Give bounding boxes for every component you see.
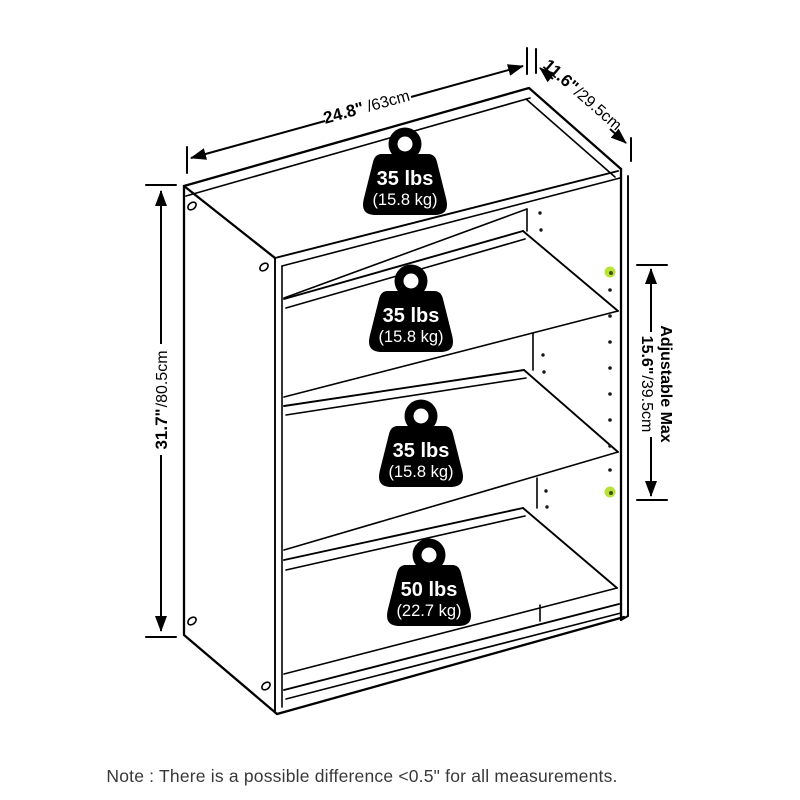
top-back-edge	[274, 170, 619, 259]
top-panel-front-thickness	[185, 97, 531, 197]
svg-text:Adjustable Max: Adjustable Max	[657, 325, 674, 442]
pin-hole	[541, 353, 545, 357]
pin-hole	[608, 392, 612, 396]
shelf1-right-edge	[522, 230, 619, 312]
height-dimension-label: 31.7"/80.5cm	[152, 350, 171, 449]
pin-hole	[545, 505, 549, 509]
pin-hole	[608, 444, 612, 448]
pin-hole	[539, 228, 543, 232]
shelf3-front-edge	[283, 507, 524, 561]
top-panel-right-thickness	[525, 98, 616, 178]
capacity-kg: (15.8 kg)	[372, 191, 437, 209]
shelf-pin-holes	[538, 211, 612, 509]
shelf1-front-edge	[283, 230, 524, 300]
capacity-badge-shelf2: 35 lbs (15.8 kg)	[379, 399, 463, 487]
left-panel	[182, 184, 279, 716]
shelves	[283, 230, 622, 700]
pin-hole	[544, 489, 548, 493]
capacity-lbs: 35 lbs	[383, 305, 440, 327]
shelf-pin-green-core	[609, 271, 613, 275]
shelf2-front-thickness	[285, 377, 527, 416]
adjustable-dimension-label: Adjustable Max 15.6"/39.5cm	[638, 325, 674, 442]
pin-hole	[608, 468, 612, 472]
width-dimension-label: 24.8"/63cm	[321, 86, 412, 128]
pin-hole	[608, 340, 612, 344]
capacity-lbs: 35 lbs	[377, 168, 434, 190]
back-panel-top-edge	[283, 208, 528, 299]
capacity-lbs: 50 lbs	[401, 579, 458, 601]
shelf2-back-edge	[283, 451, 619, 551]
capacity-kg: (15.8 kg)	[388, 463, 453, 481]
depth-dimension-line	[609, 128, 627, 144]
top-back-edge-inner	[281, 177, 621, 267]
capacity-badge-shelf1: 35 lbs (15.8 kg)	[369, 264, 453, 352]
svg-text:15.6"/39.5cm: 15.6"/39.5cm	[638, 336, 655, 433]
screw-hole	[187, 201, 197, 211]
capacity-badge-bottom: 50 lbs (22.7 kg)	[387, 538, 471, 626]
pin-hole	[608, 288, 612, 292]
capacity-badge-top: 35 lbs (15.8 kg)	[363, 127, 447, 215]
bottom-board-front-edge	[283, 603, 620, 691]
width-dimension-line	[190, 120, 326, 160]
depth-dimension-line	[539, 67, 556, 83]
adjustable-shelf-pins	[604, 266, 616, 498]
width-dimension: 24.8"/63cm	[186, 47, 528, 174]
depth-dimension: 11.6"/29.5cm	[535, 48, 632, 162]
pin-hole	[542, 370, 546, 374]
screw-hole	[259, 262, 269, 272]
bookcase-carcass	[182, 86, 629, 716]
capacity-lbs: 35 lbs	[393, 440, 450, 462]
shelf2-front-edge	[283, 369, 525, 407]
screw-hole	[261, 681, 271, 691]
width-dimension-line	[410, 64, 524, 98]
pin-hole	[608, 314, 612, 318]
shelf3-right-edge	[522, 507, 618, 589]
top-panel	[182, 86, 623, 260]
measurement-note: Note : There is a possible difference <0…	[106, 766, 618, 786]
pin-hole	[608, 366, 612, 370]
pin-hole	[538, 211, 542, 215]
shelf-pin-green-core	[609, 491, 613, 495]
adjustable-max-dimension: Adjustable Max 15.6"/39.5cm	[636, 264, 674, 501]
bottom-board-thickness	[285, 612, 622, 700]
screw-holes	[187, 201, 271, 691]
screw-hole	[187, 616, 197, 626]
capacity-kg: (22.7 kg)	[396, 602, 461, 620]
shelf3-front-thickness	[285, 515, 526, 571]
bottom-front-edge	[275, 615, 626, 716]
shelf2-right-edge	[523, 369, 619, 453]
capacity-kg: (15.8 kg)	[378, 328, 443, 346]
height-dimension: 31.7"/80.5cm	[145, 184, 177, 638]
pin-hole	[608, 418, 612, 422]
shelf1-back-edge	[283, 310, 619, 398]
shelf3-back-edge	[283, 587, 618, 675]
